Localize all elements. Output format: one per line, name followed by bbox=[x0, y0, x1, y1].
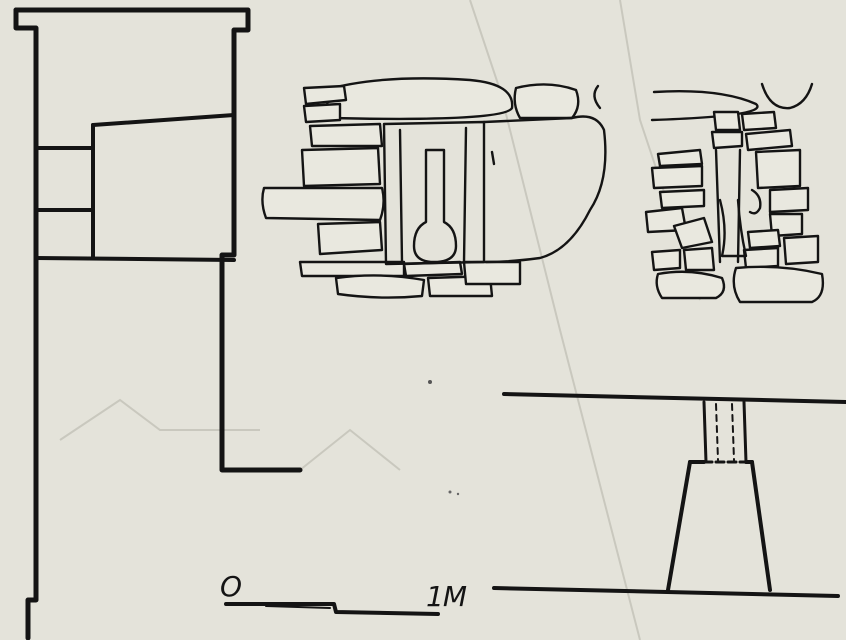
paper-specks bbox=[428, 380, 460, 496]
scale-end-label: 1M bbox=[426, 580, 467, 613]
plan-view bbox=[13, 7, 303, 640]
lower-section bbox=[492, 392, 846, 598]
front-elevation bbox=[261, 77, 607, 299]
side-section bbox=[644, 82, 825, 304]
scale-start-label: O bbox=[220, 570, 242, 603]
scale-bar bbox=[224, 602, 440, 616]
